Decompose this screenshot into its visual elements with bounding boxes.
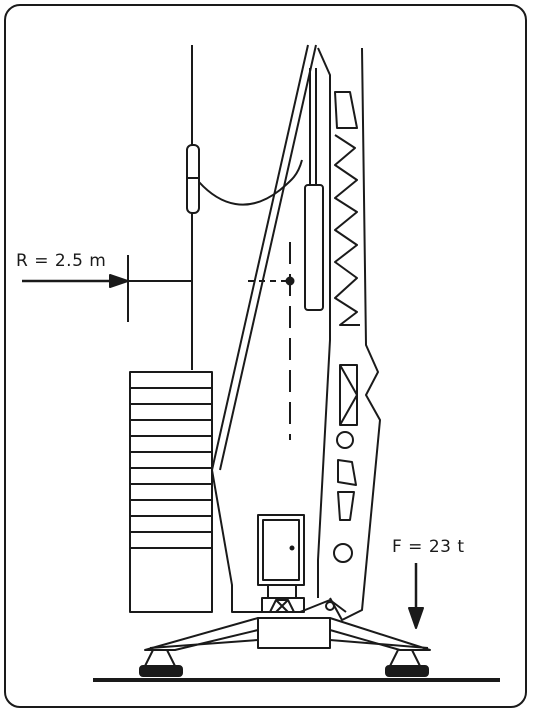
center-of-gravity-dot (285, 276, 295, 286)
radius-label: R = 2.5 m (16, 251, 106, 271)
winch-linkage (269, 599, 347, 613)
undercarriage (144, 617, 431, 651)
counterweight (129, 371, 213, 613)
stay-rod-outer (211, 44, 309, 471)
force-label: F = 23 t (392, 537, 465, 557)
radius-arrow-head (109, 274, 129, 288)
hose-curve (198, 159, 303, 206)
outrigger-pad-left (139, 649, 183, 677)
outrigger-pad-right (385, 649, 429, 677)
operator-cabin (257, 514, 305, 613)
force-arrow-head (408, 607, 424, 629)
stay-rod-inner (219, 44, 317, 471)
mast (317, 47, 381, 621)
diagram-frame (4, 4, 527, 708)
hydraulic-cylinder (304, 68, 324, 311)
